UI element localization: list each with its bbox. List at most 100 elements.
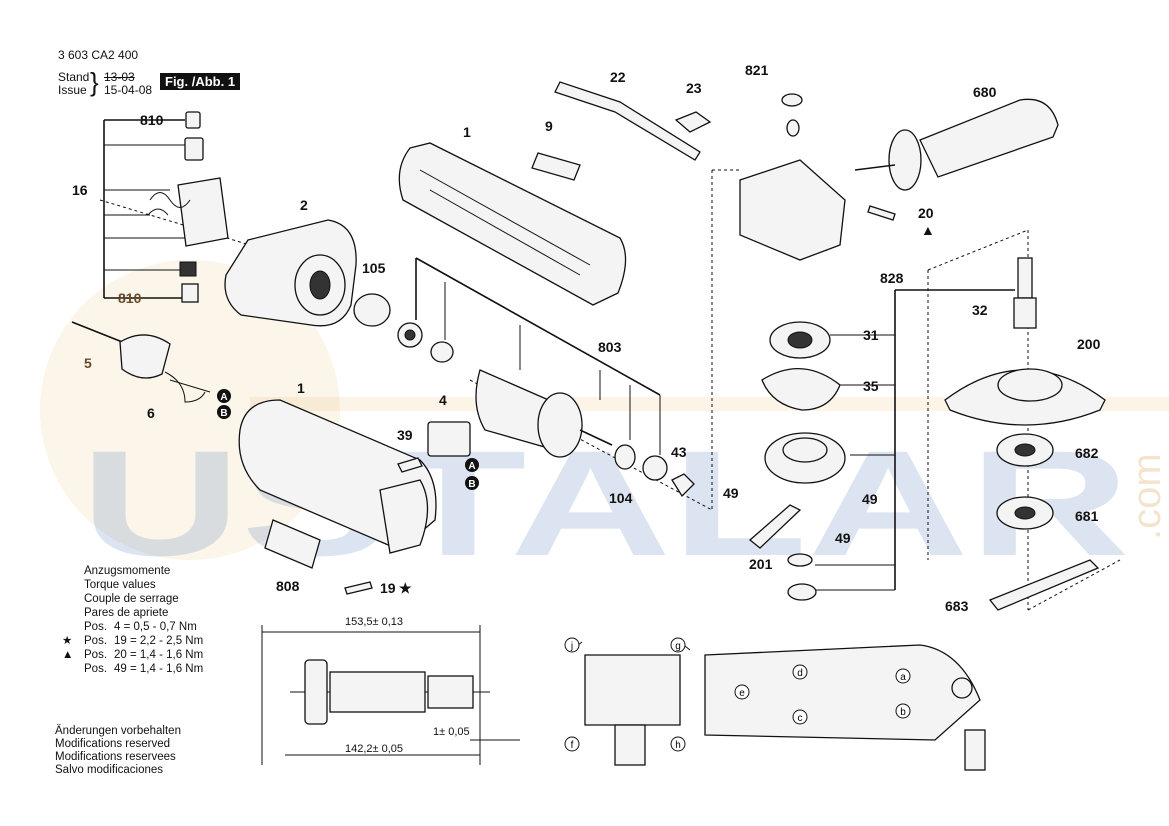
face-spanner — [988, 559, 1100, 611]
part-200: 200 — [1077, 336, 1101, 352]
bearings — [353, 293, 454, 363]
torque-title-fr: Couple de serrage — [84, 593, 179, 605]
marker-A-letter: A — [468, 461, 475, 472]
torque-title-es: Pares de apriete — [84, 607, 169, 619]
stand-label: Stand — [58, 70, 90, 84]
marker-h-letter: h — [675, 740, 681, 751]
marker-h: h — [670, 736, 686, 752]
brush-holder-assembly — [147, 111, 229, 303]
old-date: 13-03 — [104, 70, 135, 84]
part-16: 16 — [72, 182, 88, 198]
torque-row-pos: Pos. — [84, 635, 108, 647]
spindle — [1013, 257, 1037, 329]
triangle-symbol: ▲ — [62, 649, 74, 661]
ring-104 — [614, 444, 636, 470]
part-31: 31 — [863, 327, 879, 343]
power-cord — [71, 321, 211, 403]
tool-side-view — [704, 644, 986, 771]
marker-g: g — [670, 637, 686, 653]
part-821: 821 — [745, 62, 769, 78]
marker-a-letter: a — [900, 672, 906, 683]
part-681: 681 — [1075, 508, 1099, 524]
gear-housing — [739, 93, 846, 261]
part-19: 19 — [380, 580, 396, 596]
rating-label — [531, 152, 581, 181]
clamping-flanges — [996, 433, 1054, 530]
issue-label: Issue — [58, 83, 87, 97]
torque-row-value: 19 = 2,2 - 2,5 Nm — [114, 635, 204, 647]
modifications-en: Modifications reserved — [55, 738, 171, 750]
protection-guard — [944, 368, 1106, 426]
marker-e-letter: e — [739, 688, 745, 699]
washer — [787, 553, 813, 567]
marker-c-letter: c — [798, 713, 803, 724]
lock-washer — [787, 583, 817, 601]
motor-housing-top — [398, 142, 627, 306]
armature — [475, 369, 613, 458]
seal-ring — [761, 368, 841, 411]
part-2: 2 — [300, 197, 308, 213]
assembly-lines — [99, 169, 1121, 611]
star-symbol: ★ — [62, 635, 73, 647]
screw-20 — [867, 205, 896, 221]
torque-title-de: Anzugsmomente — [84, 565, 171, 577]
armature-dimension-drawing — [261, 625, 520, 765]
part-6: 6 — [147, 405, 155, 421]
part-680: 680 — [973, 84, 997, 100]
marker-c: c — [792, 709, 808, 725]
torque-row-value: 20 = 1,4 - 1,6 Nm — [114, 649, 204, 661]
on-off-switch — [427, 421, 471, 457]
part-39: 39 — [397, 427, 413, 443]
callout-bracket-803 — [415, 257, 661, 455]
torque-row-pos: Pos. — [84, 621, 108, 633]
part-20: 20 — [918, 205, 934, 221]
torque-row-value: 4 = 0,5 - 0,7 Nm — [114, 621, 197, 633]
bevel-gear — [769, 321, 831, 359]
type-plate — [264, 519, 321, 569]
marker-b-letter: b — [900, 707, 906, 718]
part-105: 105 — [362, 260, 386, 276]
part-23: 23 — [686, 80, 702, 96]
part-43: 43 — [671, 444, 687, 460]
auxiliary-handle — [854, 98, 1059, 191]
marker-A-letter: A — [220, 392, 227, 403]
marker-d: d — [792, 664, 808, 680]
part-810-top: 810 — [140, 112, 164, 128]
marker-f-letter: f — [571, 740, 574, 751]
pinion-gear — [671, 473, 695, 498]
modifications-de: Änderungen vorbehalten — [55, 725, 181, 737]
part-9: 9 — [545, 118, 553, 134]
screw-19 — [344, 581, 373, 595]
marker-A-switch: A — [465, 458, 479, 472]
marker-e: e — [734, 684, 750, 700]
marker-d-letter: d — [797, 668, 803, 679]
torque-title-en: Torque values — [84, 579, 156, 591]
part-803: 803 — [598, 339, 622, 355]
watermark-text: USTALAR — [80, 419, 1130, 587]
switch-connector — [397, 457, 423, 473]
marker-B-letter: B — [468, 479, 475, 490]
switch-rod — [554, 81, 712, 161]
torque-row-pos: Pos. — [84, 663, 108, 675]
part-808: 808 — [276, 578, 300, 594]
issue-date: 15-04-08 — [104, 83, 153, 97]
part-35: 35 — [863, 378, 879, 394]
marker-j-letter: j — [570, 641, 573, 652]
marker-f: f — [564, 736, 580, 752]
part-810-bottom: 810 — [118, 290, 142, 306]
marker-g-letter: g — [675, 641, 681, 652]
callout-bracket-16 — [103, 119, 190, 299]
part-number: 3 603 CA2 400 — [58, 48, 139, 62]
modifications-fr: Modifications reservees — [55, 751, 176, 763]
triangle-symbol: ▲ — [921, 222, 935, 238]
part-4: 4 — [439, 392, 447, 408]
part-49-lower: 49 — [835, 530, 851, 546]
bearing-flange — [764, 432, 846, 484]
spindle-lock — [748, 504, 802, 549]
stator-field — [224, 219, 357, 327]
marker-B-cord: B — [217, 405, 231, 419]
modifications-es: Salvo modificaciones — [55, 764, 164, 776]
dim-gap: 1± 0,05 — [433, 726, 470, 738]
torque-row-pos: Pos. — [84, 649, 108, 661]
